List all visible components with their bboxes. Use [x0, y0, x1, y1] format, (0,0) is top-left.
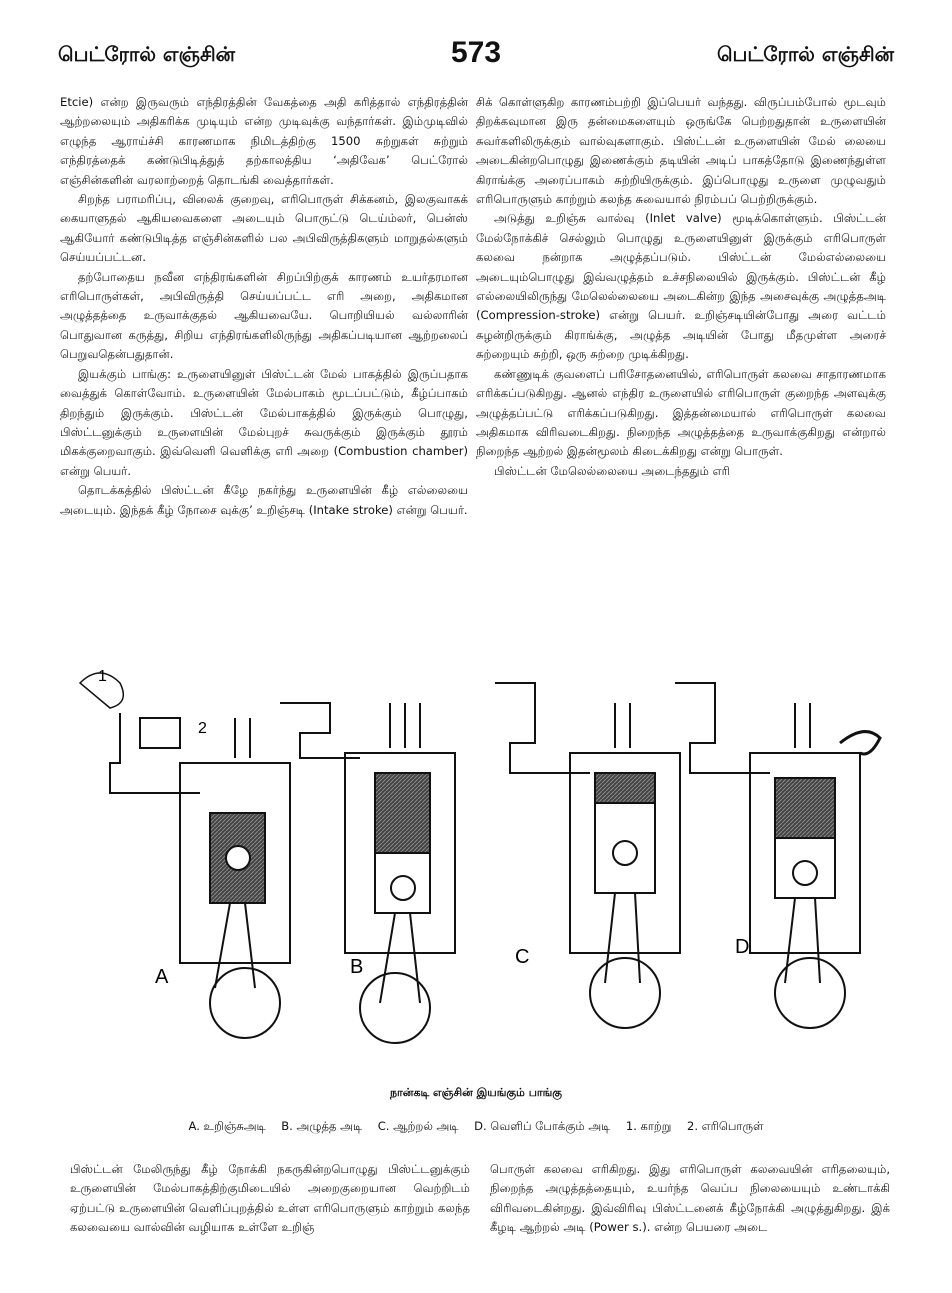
figure-legend: A. உறிஞ்சுஅடி B. அழுத்த அடி C. ஆற்றல் அட…: [0, 1119, 952, 1135]
figure-label: B: [350, 956, 363, 978]
paragraph: சிறந்த பராமரிப்பு, விலைக் குறைவு, எரிபொர…: [60, 192, 468, 265]
legend-item: A. உறிஞ்சுஅடி: [188, 1119, 266, 1133]
engine-a: [78, 672, 291, 1039]
legend-item: 1. காற்று: [625, 1119, 672, 1133]
paragraph: பிஸ்ட்டன் மேலெல்லையை அடைந்ததும் எரி: [494, 463, 730, 478]
figure-caption: நான்கடி எஞ்சின் இயங்கும் பாங்கு: [389, 1086, 563, 1099]
paragraph: தொடக்கத்தில் பிஸ்ட்டன் கீழே நகர்ந்து உரு…: [60, 483, 468, 517]
paragraph: அடுத்து உறிஞ்சு வால்வு (Inlet valve) மூட…: [476, 211, 886, 362]
legend-item: D. வெளிப் போக்கும் அடி: [474, 1119, 611, 1133]
arrow-label: 2: [198, 720, 207, 737]
header-right-title: பெட்ரோல் எஞ்சின்: [716, 42, 894, 66]
paragraph: Etcie) என்ற இருவரும் எந்திரத்தின் வேகத்த…: [60, 95, 468, 187]
header-left-title: பெட்ரோல் எஞ்சின்: [58, 42, 236, 66]
paragraph: தற்போதைய நவீன எந்திரங்களின் சிறப்பிற்குக…: [60, 269, 468, 362]
legend-item: C. ஆற்றல் அடி: [377, 1119, 459, 1133]
bottom-right-column: பொருள் கலவை எரிகிறது. இது எரிபொருள் கலவை…: [490, 1160, 890, 1238]
paragraph: சிக் கொள்ளுகிற காரணம்பற்றி இப்பெயர் வந்த…: [476, 95, 886, 207]
paragraph: பொருள் கலவை எரிகிறது. இது எரிபொருள் கலவை…: [490, 1162, 890, 1235]
page-number: 573: [450, 36, 502, 69]
arrow-label: 1: [98, 668, 107, 685]
paragraph: கண்ணுடிக் குவளைப் பரிசோதனையில், எரிபொருள…: [476, 366, 886, 459]
legend-item: B. அழுத்த அடி: [281, 1119, 363, 1133]
engine-stroke-diagram: A B C D 1 2: [78, 668, 882, 1044]
paragraph: பிஸ்ட்டன் மேலிருந்து கீழ் நோக்கி நகருகின…: [70, 1162, 470, 1235]
engine-d: [675, 682, 882, 1029]
right-column: சிக் கொள்ளுகிற காரணம்பற்றி இப்பெயர் வந்த…: [476, 93, 886, 481]
bottom-left-column: பிஸ்ட்டன் மேலிருந்து கீழ் நோக்கி நகருகின…: [70, 1160, 470, 1238]
left-column: Etcie) என்ற இருவரும் எந்திரத்தின் வேகத்த…: [60, 93, 468, 520]
legend-item: 2. எரிபொருள்: [687, 1119, 764, 1133]
paragraph: இயக்கும் பாங்கு: உருளையினுள் பிஸ்ட்டன் ம…: [60, 366, 468, 478]
figure-label: D: [735, 936, 749, 958]
engine-c: [495, 682, 681, 1029]
page-header: பெட்ரோல் எஞ்சின் 573 பெட்ரோல் எஞ்சின்: [58, 36, 894, 76]
engine-b: [280, 702, 456, 1044]
figure-label: C: [515, 946, 529, 968]
figure-label: A: [155, 966, 169, 988]
